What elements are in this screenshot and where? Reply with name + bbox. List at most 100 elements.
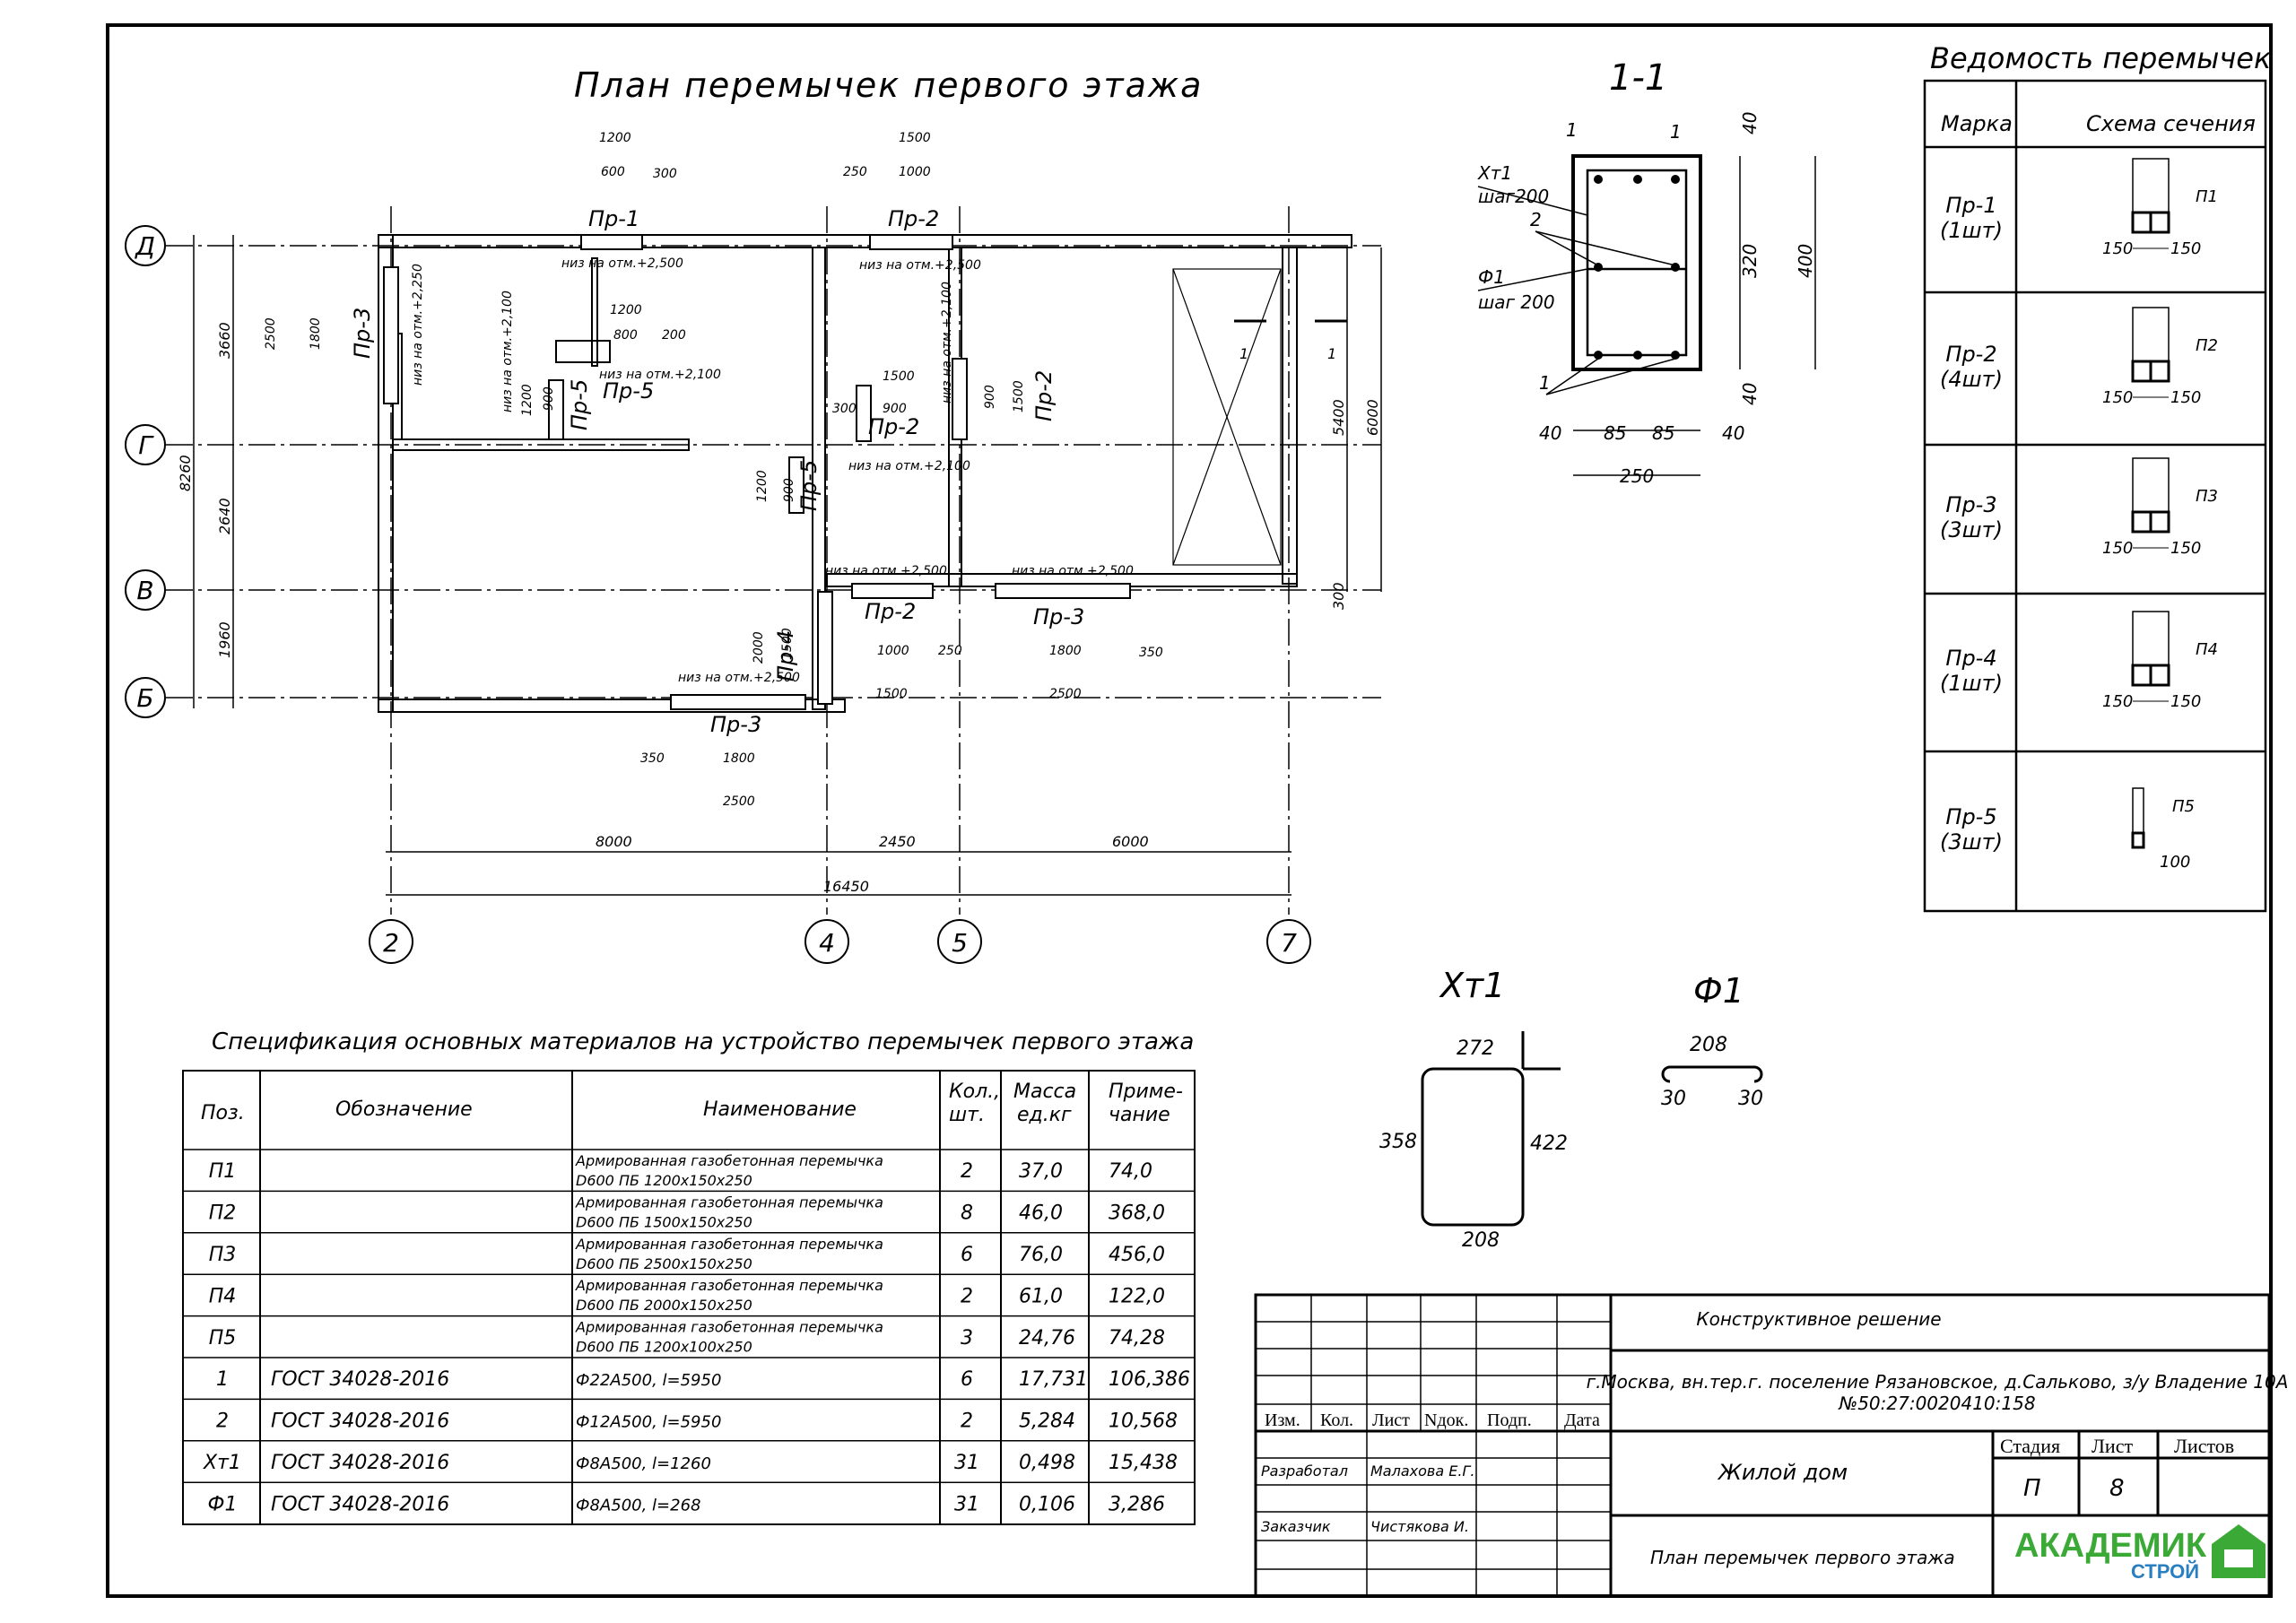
detail-title: Ф1 bbox=[1693, 971, 1744, 1011]
title-block: Изм. Кол. Лист Nдок. Подп. Дата Разработ… bbox=[1254, 1293, 2288, 1598]
dim-text: 1200 bbox=[599, 131, 631, 145]
dim-text: 6000 bbox=[1364, 399, 1381, 436]
spec-total: 106,386 bbox=[1109, 1368, 1190, 1391]
dim-text: 1500 bbox=[899, 131, 931, 145]
schedule-w: 150 bbox=[2170, 388, 2201, 407]
spec-pos: П2 bbox=[209, 1202, 237, 1225]
section-label: 2 bbox=[1530, 209, 1542, 230]
lintel-mark: Пр-4 bbox=[773, 630, 798, 681]
elevation-note: низ на отм.+2,500 bbox=[1012, 564, 1134, 578]
schedule-w: 150 bbox=[2102, 692, 2133, 711]
elevation-note: низ на отм.+2,100 bbox=[940, 282, 954, 404]
schedule-mark: Пр-5 bbox=[1945, 804, 1996, 829]
dim-text: 6000 bbox=[1112, 833, 1149, 850]
spec-pos: 2 bbox=[216, 1410, 229, 1433]
spec-name: D600 ПБ 2000х150х250 bbox=[576, 1297, 752, 1314]
dim-text: 2500 bbox=[264, 317, 278, 350]
stair-void bbox=[1172, 268, 1282, 566]
schedule-mark: Пр-3 bbox=[1945, 492, 1996, 517]
schedule-count: (1шт) bbox=[1940, 671, 2003, 696]
spec-total: 74,0 bbox=[1109, 1160, 1152, 1183]
section-wall-icon bbox=[2132, 787, 2144, 834]
spec-name: Армированная газобетонная перемычка bbox=[575, 1236, 883, 1253]
elevation-note: низ на отм.+2,100 bbox=[848, 459, 970, 473]
elevation-note: низ на отм.+2,500 bbox=[825, 564, 947, 578]
stamp-header: Подп. bbox=[1487, 1410, 1532, 1430]
section-wall-icon bbox=[2132, 307, 2170, 362]
spec-pos: Ф1 bbox=[208, 1493, 238, 1515]
schedule-w: 100 bbox=[2160, 853, 2190, 872]
spec-header: Приме- bbox=[1109, 1081, 1183, 1103]
spec-name: Ф8А500, l=268 bbox=[576, 1496, 701, 1515]
schedule-w: 150 bbox=[2170, 539, 2201, 558]
spec-designation: ГОСТ 34028-2016 bbox=[271, 1452, 449, 1474]
spec-header: Наименование bbox=[703, 1098, 857, 1121]
dimension-lines bbox=[193, 235, 1382, 896]
address-line: №50:27:0020410:158 bbox=[1838, 1393, 2035, 1414]
spec-mass: 46,0 bbox=[1019, 1202, 1063, 1225]
section-label: шаг 200 bbox=[1478, 291, 1555, 313]
spec-total: 3,286 bbox=[1109, 1493, 1165, 1515]
stamp-header: Nдок. bbox=[1424, 1410, 1468, 1430]
spec-qty: 2 bbox=[961, 1160, 973, 1183]
lintel-mark: Пр-3 bbox=[1033, 604, 1084, 629]
spec-mass: 5,284 bbox=[1019, 1410, 1075, 1433]
lintel-mark: Пр-5 bbox=[796, 460, 822, 511]
spec-pos: П5 bbox=[209, 1327, 237, 1350]
elevation-note: низ на отм.+2,100 bbox=[500, 291, 515, 412]
dim-text: 5400 bbox=[1330, 399, 1347, 436]
dim-text: 300 bbox=[1330, 582, 1347, 610]
dim-text: 1200 bbox=[520, 384, 535, 416]
dim-text: 1200 bbox=[755, 470, 770, 502]
sheet-border bbox=[106, 23, 2273, 1598]
stamp-header: Дата bbox=[1564, 1410, 1600, 1430]
dim-text: 250 bbox=[1620, 465, 1654, 487]
dim-text: 1000 bbox=[877, 644, 909, 658]
axis-label: 7 bbox=[1281, 928, 1297, 958]
section-label: Ф1 bbox=[1478, 266, 1505, 288]
spec-designation: ГОСТ 34028-2016 bbox=[271, 1368, 449, 1391]
spec-header: Обозначение bbox=[335, 1098, 473, 1121]
dim-text: 40 bbox=[1739, 383, 1761, 405]
dim-text: 40 bbox=[1722, 422, 1744, 444]
axis-label: 4 bbox=[819, 928, 835, 958]
spec-total: 456,0 bbox=[1109, 1244, 1165, 1266]
spec-mass: 0,106 bbox=[1019, 1493, 1075, 1515]
spec-pos: Хт1 bbox=[203, 1452, 241, 1474]
schedule-p: П5 bbox=[2172, 797, 2195, 816]
spec-pos: П4 bbox=[209, 1285, 237, 1307]
project-name: Конструктивное решение bbox=[1696, 1308, 1941, 1330]
spec-pos: П1 bbox=[209, 1160, 237, 1183]
schedule-header-scheme: Схема сечения bbox=[2086, 111, 2256, 136]
spec-header: шт. bbox=[949, 1104, 985, 1126]
rebar-dots bbox=[1594, 175, 1680, 360]
spec-qty: 8 bbox=[961, 1202, 973, 1225]
spec-pos: П3 bbox=[209, 1244, 237, 1266]
spec-name: D600 ПБ 1500х150х250 bbox=[576, 1213, 752, 1230]
section-cut-label: 1 bbox=[1327, 345, 1336, 362]
elevation-note: низ на отм.+2,250 bbox=[411, 264, 425, 386]
dim-text: 208 bbox=[1462, 1229, 1500, 1252]
schedule-p: П3 bbox=[2196, 487, 2218, 506]
dim-text: 250 bbox=[938, 644, 962, 658]
dim-text: 350 bbox=[640, 751, 665, 766]
dim-text: 2500 bbox=[1049, 687, 1082, 701]
dim-text: 1000 bbox=[899, 165, 931, 179]
specification-table: Спецификация основных материалов на устр… bbox=[182, 1028, 1196, 1525]
spec-header: Поз. bbox=[201, 1102, 245, 1124]
schedule-mark: Пр-2 bbox=[1945, 342, 1996, 367]
plan-title: План перемычек первого этажа bbox=[574, 65, 1203, 105]
dim-text: 8000 bbox=[596, 833, 632, 850]
dim-text: 400 bbox=[1795, 244, 1816, 278]
elevation-note: низ на отм.+2,500 bbox=[678, 671, 800, 685]
sheet-value: 8 bbox=[2109, 1475, 2125, 1502]
dim-text: 422 bbox=[1530, 1133, 1568, 1155]
schedule-w: 150 bbox=[2102, 239, 2133, 258]
dim-text: 600 bbox=[601, 165, 625, 179]
spec-total: 368,0 bbox=[1109, 1202, 1165, 1225]
schedule-count: (4шт) bbox=[1940, 367, 2003, 392]
stamp-header: Изм. bbox=[1265, 1410, 1300, 1430]
spec-qty: 2 bbox=[961, 1410, 973, 1433]
